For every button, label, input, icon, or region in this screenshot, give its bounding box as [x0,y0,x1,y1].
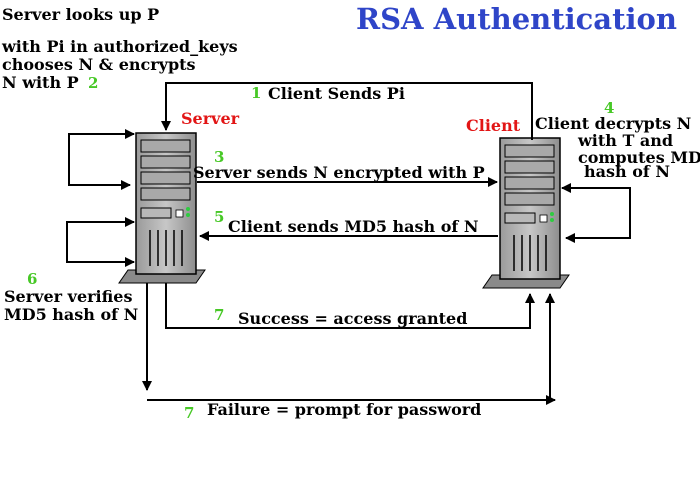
step1-number: 1 [251,84,261,102]
step2-number: 2 [88,74,98,92]
step6-number: 6 [27,270,37,288]
step7-failure-label: Failure = prompt for password [207,400,481,419]
step7-failure-number: 7 [184,404,194,422]
client-tower-icon [482,137,570,289]
diagram-title: RSA Authentication [356,2,677,36]
step7-success-number: 7 [214,306,224,324]
step5-label: Client sends MD5 hash of N [228,217,479,236]
arrow-step1 [161,82,533,140]
step3-number: 3 [214,148,224,166]
arrow-step4-loop [561,183,631,243]
client-label: Client [466,116,521,135]
server-tower-icon [118,132,206,284]
arrow-step7-success [165,283,535,329]
step1-label: Client Sends Pi [268,84,405,103]
step5-number: 5 [214,208,224,226]
server-verifies-note: Server verifies MD5 hash of N [4,287,138,324]
arrow-step2-loop [68,129,135,190]
arrow-step6-loop [66,217,135,267]
step7-success-label: Success = access granted [238,309,467,328]
client-decrypts-note: Client decrypts N with T and computes MD… [535,114,700,181]
server-label: Server [181,109,240,128]
step3-label: Server sends N encrypted with P [193,163,485,182]
step4-number: 4 [604,99,614,117]
server-lookup-note: Server looks up P with Pi in authorized_… [1,5,243,92]
